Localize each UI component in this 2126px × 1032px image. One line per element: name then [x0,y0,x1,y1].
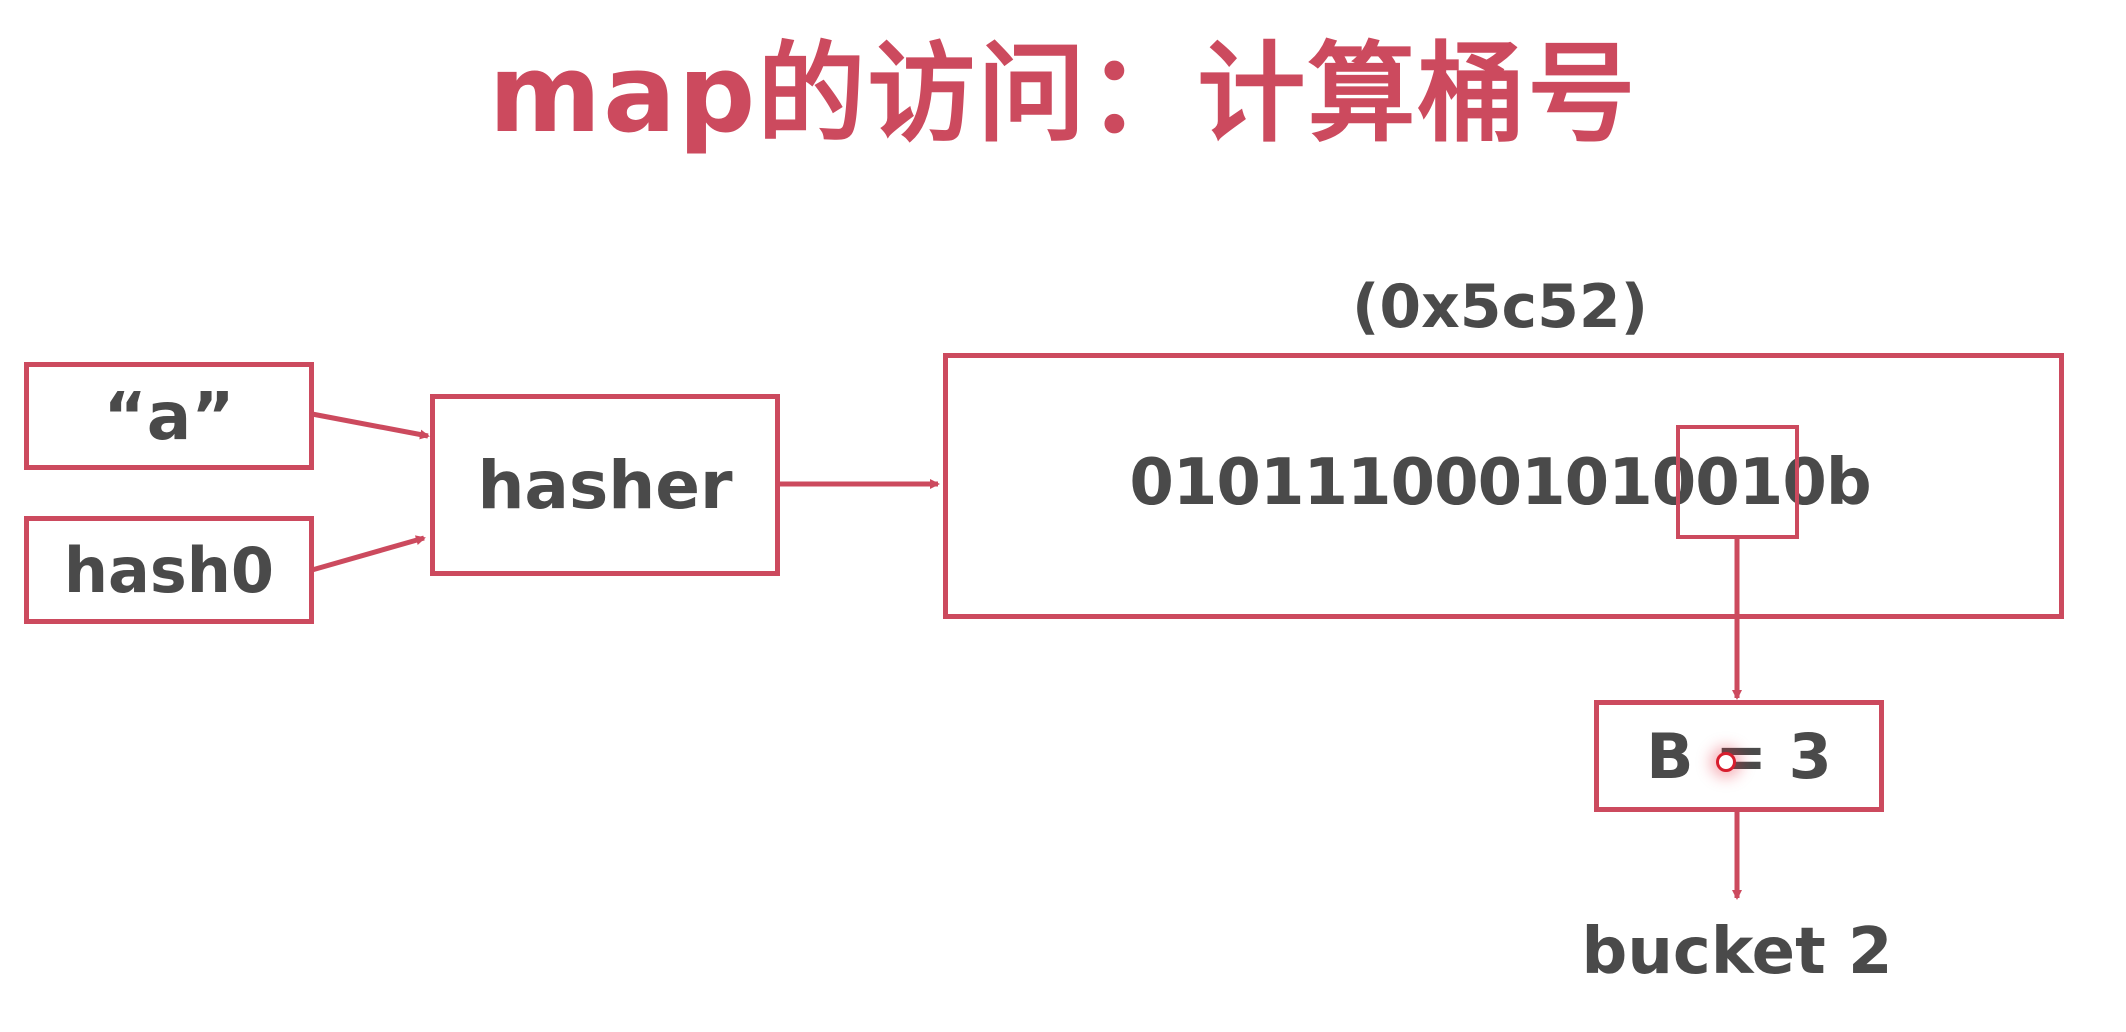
hasher-box: hasher [430,394,780,576]
hash-hex-label: (0x5c52) [1351,272,1649,342]
hash-binary-label: 0101110001010010b [1129,446,1871,520]
bucket-bits-box: B = 3 [1594,700,1884,812]
bucket-bits-label: B = 3 [1646,719,1832,793]
low-bits-highlight [1676,425,1799,539]
key-input-box: “a” [24,362,314,470]
arrow-key-to-hasher [311,411,430,440]
hasher-label: hasher [477,446,733,524]
key-input-label: “a” [103,377,235,455]
arrow-seed-to-hasher [311,535,426,573]
seed-input-box: hash0 [24,516,314,624]
slide-title: map的访问：计算桶号 [488,32,1638,157]
bucket-result-label: bucket 2 [1581,915,1893,989]
pointer-cursor-icon [1716,752,1736,772]
hash-value-box [943,353,2064,619]
seed-input-label: hash0 [63,533,275,607]
